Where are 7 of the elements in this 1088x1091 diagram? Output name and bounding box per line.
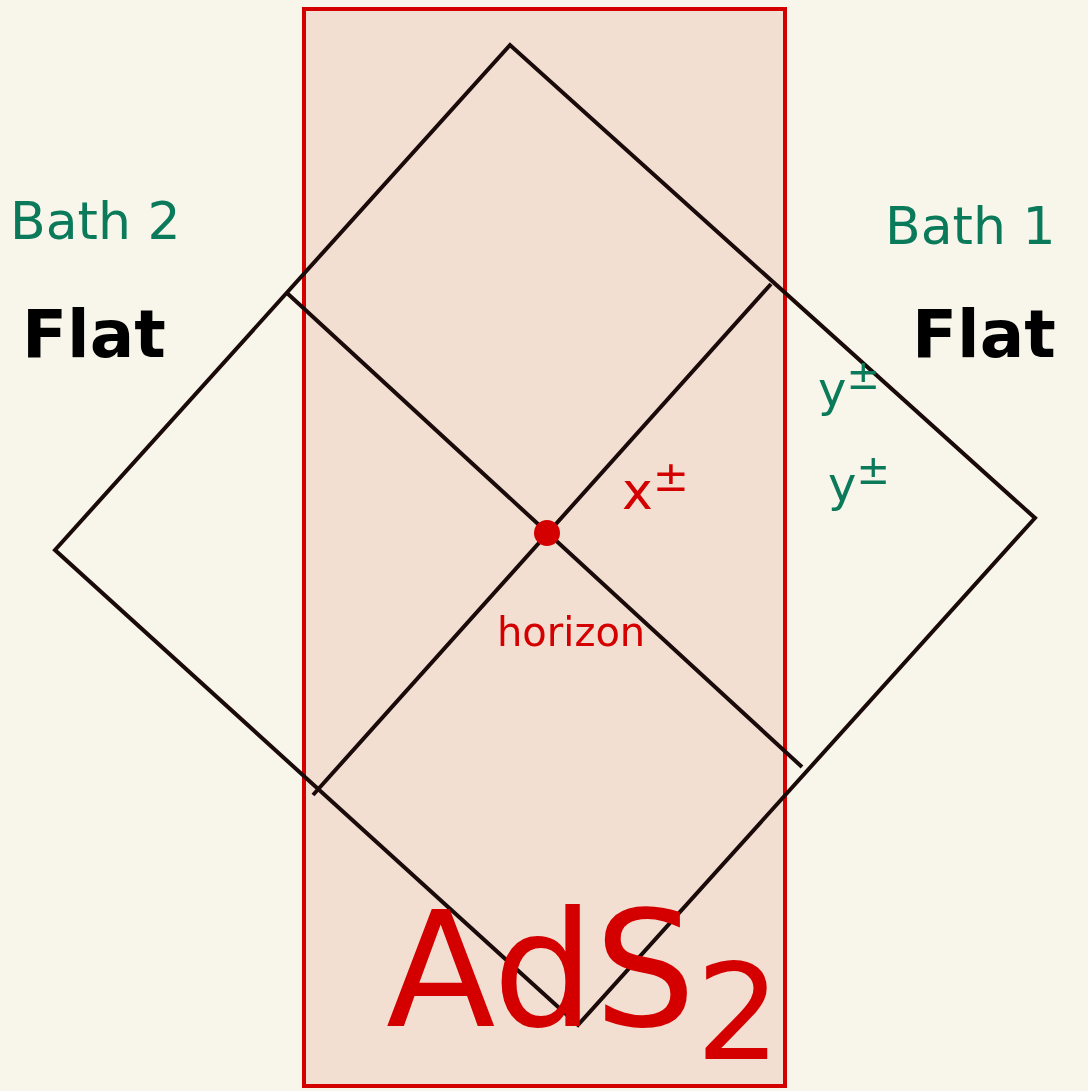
- region-name: Flat: [22, 302, 166, 368]
- region-name: Flat: [912, 302, 1056, 368]
- bath-label: Bath 1: [885, 200, 1056, 252]
- coordinate-label: x$^{±}$: [622, 455, 690, 518]
- bath-label: Bath 2: [10, 195, 181, 247]
- horizon-label: horizon: [497, 612, 646, 652]
- region-rectangle: [302, 7, 787, 1088]
